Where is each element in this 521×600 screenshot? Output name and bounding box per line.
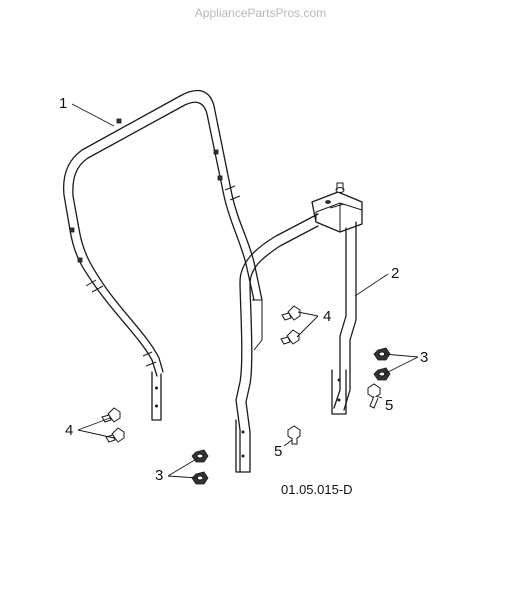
leader-lines	[71, 103, 419, 479]
callout-4-label: 4	[323, 308, 332, 325]
callout-5-label: 5	[385, 397, 394, 414]
rear-roll-bar-frame-icon	[62, 89, 263, 421]
diagram-code: 01.05.015-D	[281, 482, 353, 497]
watermark: AppliancePartsPros.com	[194, 6, 327, 20]
callout-4-label: 4	[65, 422, 74, 439]
callout-3-label: 3	[420, 349, 429, 366]
callout-1-label: 1	[59, 95, 68, 112]
nut-icon	[191, 449, 209, 485]
callout-2-label: 2	[391, 265, 400, 282]
callout-3-label: 3	[155, 467, 164, 484]
push-rivet-icon	[101, 407, 125, 443]
bolt-icon	[367, 383, 381, 409]
front-roll-bar-frame-icon	[235, 182, 363, 473]
bolt-icon	[287, 425, 301, 445]
push-rivet-icon	[280, 305, 301, 345]
nut-icon	[373, 347, 391, 381]
callout-5-label: 5	[274, 443, 283, 460]
